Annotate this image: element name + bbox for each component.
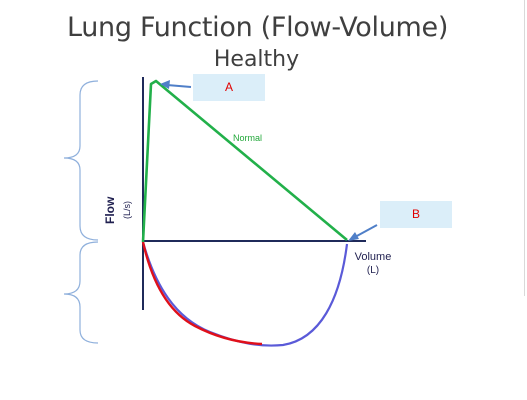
y-axis-title: Flow — [103, 196, 117, 224]
callout-a-label: A — [224, 80, 233, 94]
inspiratory-curve-blue — [141, 241, 349, 347]
x-axis-unit: (L) — [366, 265, 380, 276]
x-axis-label: Volume (L) — [350, 251, 396, 276]
expiratory-curve — [141, 79, 348, 243]
arrow-b — [348, 224, 378, 241]
callout-box-a: A — [193, 74, 265, 101]
slide-edge — [524, 0, 525, 296]
slide-subtitle: Healthy — [213, 47, 300, 72]
x-axis-title: Volume — [354, 251, 392, 263]
normal-curve-label: Normal — [233, 133, 263, 143]
callout-box-b: B — [380, 201, 452, 228]
brace-upper — [63, 80, 99, 241]
slide-title: Lung Function (Flow-Volume) — [66, 12, 449, 43]
y-axis-unit: (L/s) — [122, 201, 132, 219]
brace-lower — [63, 241, 99, 344]
arrow-a — [160, 80, 192, 89]
callout-b-label: B — [411, 207, 420, 221]
inspiratory-curve-red — [141, 241, 263, 346]
